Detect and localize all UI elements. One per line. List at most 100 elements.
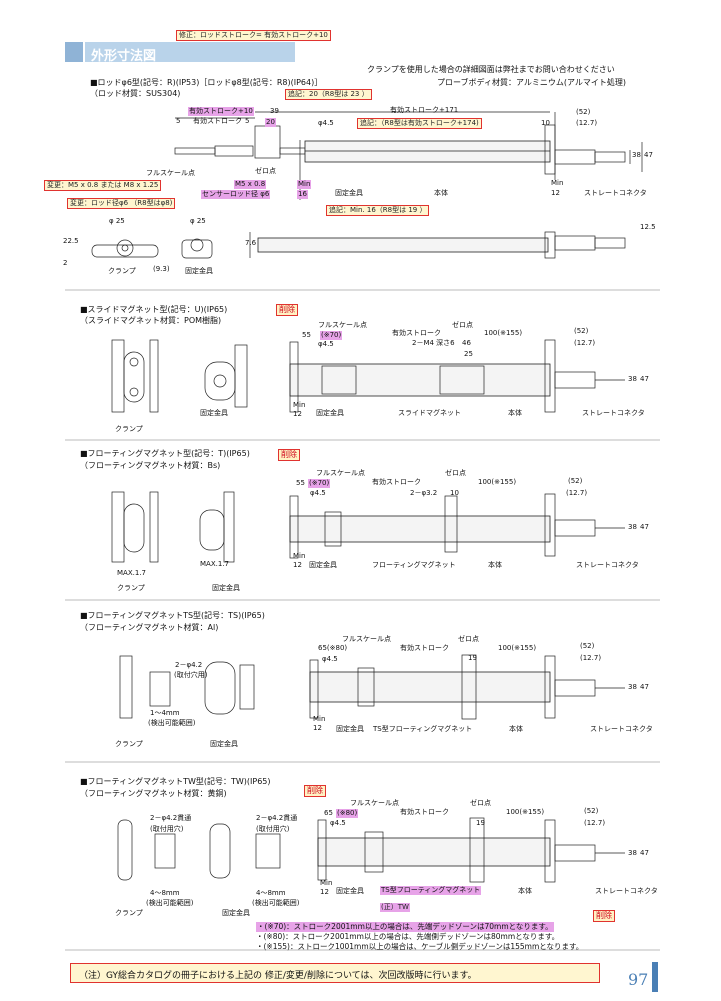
s5-phi45: φ4.5: [330, 819, 346, 827]
s5-d19: 19: [476, 819, 485, 827]
s5-detect: (検出可能範囲): [146, 899, 194, 907]
s5-mountb: (取付用穴): [256, 825, 290, 833]
s4-d38: 38: [628, 683, 637, 691]
s1-add20-note: 追記：20（R8型は 23 ）: [285, 89, 372, 100]
s5-material: （フローティングマグネット材質：黄銅): [80, 789, 227, 798]
s4-d52: (52): [580, 642, 595, 650]
s4-clamp-label: クランプ: [115, 740, 143, 748]
s4-sensor-drawing: [309, 654, 625, 720]
s1-title: ■ロッドφ6型(記号：R)(IP53)［ロッドφ8型(記号：R8)(IP64)］: [90, 78, 323, 87]
s1-d76: 7.6: [245, 239, 257, 247]
s2-stroke: 有効ストローク: [392, 329, 441, 337]
s5-rangeb: 4～8mm: [256, 889, 286, 897]
s5-d47: 47: [640, 849, 649, 857]
footnote-80: ・(※80)：ストローク2001mm以上の場合は、先端側デッドゾーンは80mmと…: [256, 932, 560, 941]
footnote-70: ・(※70)：ストローク2001mm以上の場合は、先端デッドゾーンは70mmとな…: [256, 922, 554, 932]
body-material-note: プローブボディ材質：アルミニウム(アルマイト処理): [437, 78, 627, 87]
s4-range: 1～4mm: [150, 709, 180, 717]
s3-d10: 10: [450, 489, 459, 497]
s1-d225: 22.5: [63, 237, 79, 245]
s2-sensor-drawing: [289, 339, 625, 413]
s4-fixm-label: 固定金具: [210, 740, 238, 748]
s4-d100: 100(※155): [498, 644, 537, 652]
s1-fixm-label: 固定金具: [185, 267, 213, 275]
s1-d52: (52): [576, 108, 591, 116]
s4-min: Min: [313, 715, 326, 723]
s5-hl80: (※80): [336, 809, 359, 818]
s4-clamp-drawing: [119, 655, 255, 719]
s1-m5: M5 x 0.8: [234, 180, 267, 189]
s1-sensor-drawing: [174, 111, 643, 200]
s3-d12: 12: [293, 561, 302, 569]
s4-title: ■フローティングマグネットTS型(記号：TS)(IP65): [80, 611, 265, 620]
s2-clamp-drawing: [111, 339, 248, 413]
s2-d38: 38: [628, 375, 637, 383]
s1-fix-phi25: φ 25: [190, 217, 206, 225]
s2-zero-point: ゼロ点: [452, 321, 473, 329]
s2-min: Min: [293, 401, 306, 409]
s3-connector-label: ストレートコネクタ: [576, 561, 639, 569]
s2-clamp-label: クランプ: [115, 425, 143, 433]
s4-d19: 19: [468, 654, 477, 662]
s4-phi45: φ4.5: [322, 655, 338, 663]
s5-range: 4～8mm: [150, 889, 180, 897]
s1-full-scale: フルスケール点: [146, 169, 195, 177]
s5-d127: (12.7): [584, 819, 606, 827]
s3-d47: 47: [640, 523, 649, 531]
s3-fix-label: 固定金具: [309, 561, 337, 569]
header-square-icon: [65, 42, 85, 62]
s5-d52: (52): [584, 807, 599, 815]
s3-delete-note: 削除: [278, 449, 300, 461]
s1-sensor-rod: センサーロッド径 φ6: [201, 190, 271, 199]
s4-mount: (取付穴用): [174, 671, 208, 679]
s2-body-label: 本体: [508, 409, 522, 417]
s4-full-scale: フルスケール点: [342, 635, 391, 643]
s1-phi45: φ4.5: [318, 119, 334, 127]
s2-title: ■スライドマグネット型(記号：U)(IP65): [80, 305, 228, 314]
footnote-delete: 削除: [593, 910, 615, 922]
s1-d5b: 5: [245, 117, 250, 125]
correction-note-1: 修正：ロッドストローク= 有効ストローク+10: [176, 30, 331, 41]
s1-d16: 16: [297, 190, 308, 199]
s3-max17: MAX.1.7: [117, 569, 146, 577]
s3-phi32: 2－φ3.2: [410, 489, 438, 497]
s4-material: （フローティングマグネット材質：Al): [80, 623, 219, 632]
s4-tsfloat-label: TS型フローティングマグネット: [373, 725, 473, 733]
s5-min: Min: [320, 879, 333, 887]
s1-material: （ロッド材質：SUS304): [90, 89, 181, 98]
s1-d47: 47: [644, 151, 653, 159]
s2-d46: 46: [462, 339, 471, 347]
s1-change-note-1: 変更：M5 x 0.8 または M8 x 1.25: [44, 180, 162, 191]
s2-fixm-label: 固定金具: [200, 409, 228, 417]
s3-material: （フローティングマグネット材質：Bs): [80, 461, 221, 470]
footer-note: （注）GY総合カタログの冊子における上記の 修正/変更/削除については、次回改版…: [79, 971, 477, 981]
s1-d5: 5: [176, 117, 181, 125]
s1-d38: 38: [632, 151, 641, 159]
s5-full-scale: フルスケール点: [350, 799, 399, 807]
s2-d25: 25: [464, 350, 473, 358]
s2-phi45: φ4.5: [318, 340, 334, 348]
s3-fixm-label: 固定金具: [212, 584, 240, 592]
s2-d55: 55: [302, 331, 311, 339]
s4-d127: (12.7): [580, 654, 602, 662]
section-header: 外形寸法図: [65, 42, 295, 64]
s1-d39: 39: [270, 107, 279, 115]
s4-d65: 65(※80): [318, 644, 348, 652]
s2-connector-label: ストレートコネクタ: [582, 409, 645, 417]
s2-delete-note: 削除: [276, 304, 298, 316]
s5-connector-label: ストレートコネクタ: [595, 887, 658, 895]
s1-add174-note: 追記：（R8型は有効ストローク+174): [357, 118, 482, 129]
s4-connector-label: ストレートコネクタ: [590, 725, 653, 733]
s1-d125: 12.5: [640, 223, 656, 231]
page-number: 97: [628, 970, 649, 989]
s1-highlight-stroke10: 有効ストローク+10: [188, 107, 254, 116]
footnote-155: ・(※155)：ストローク1001mm以上の場合は、ケーブル側デッドゾーンは15…: [256, 942, 584, 951]
s5-d38: 38: [628, 849, 637, 857]
s1-change-note-2: 変更：ロッド径φ6 （R8型はφ8): [67, 198, 176, 209]
s3-title: ■フローティングマグネット型(記号：T)(IP65): [80, 449, 250, 458]
s1-clamp-drawing: [91, 238, 213, 259]
s1-d10: 10: [541, 119, 550, 127]
s2-full-scale: フルスケール点: [318, 321, 367, 329]
s5-clamp-label: クランプ: [115, 909, 143, 917]
s3-full-scale: フルスケール点: [316, 469, 365, 477]
